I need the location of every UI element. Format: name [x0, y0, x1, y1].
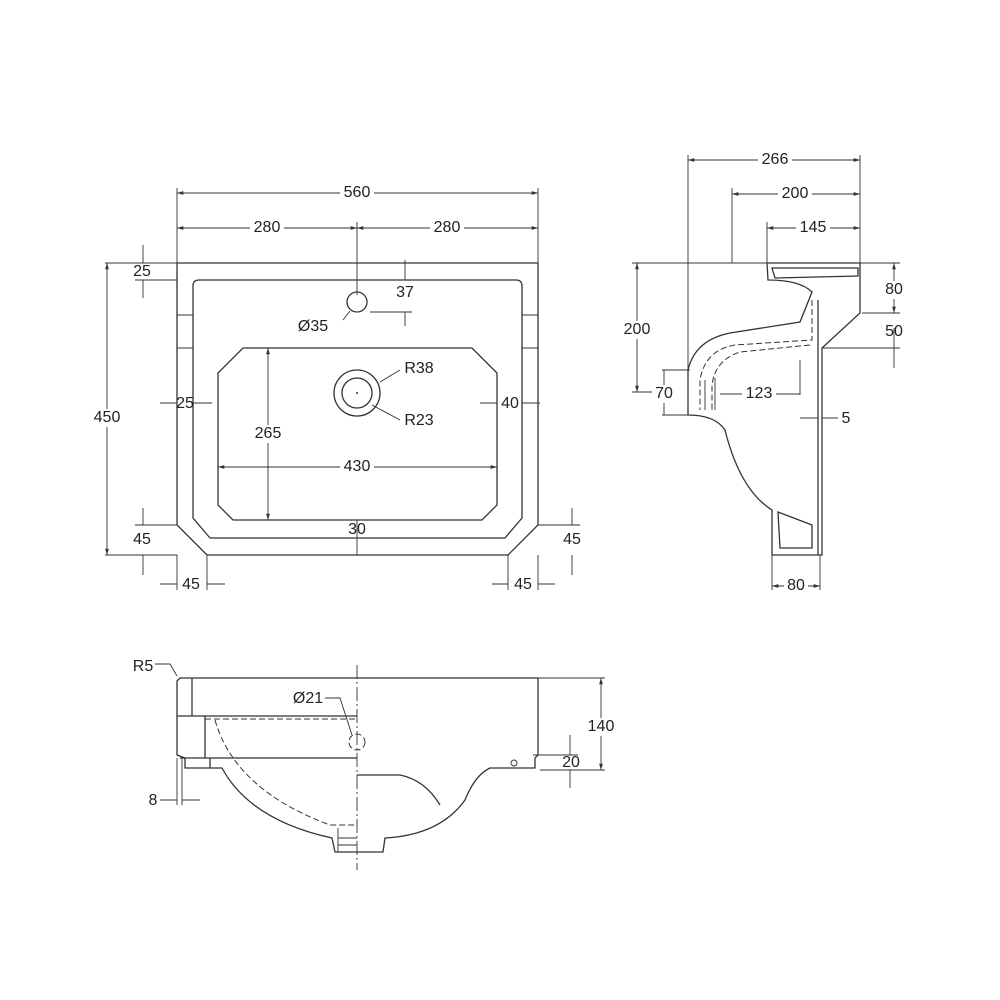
dim-half-left: 280	[254, 219, 281, 236]
dim-lip-20: 20	[562, 754, 580, 771]
dim-depth-145: 145	[800, 219, 827, 236]
dim-step-50: 50	[885, 323, 903, 340]
dim-rim-left: 25	[176, 395, 194, 412]
dim-rim-right: 40	[501, 395, 519, 412]
dim-overall-depth: 450	[94, 409, 121, 426]
dim-bowl-depth: 265	[255, 425, 282, 442]
dim-half-right: 280	[434, 219, 461, 236]
dim-inner-123: 123	[746, 385, 773, 402]
front-outline	[176, 677, 539, 853]
dim-chamfer-left-h: 45	[182, 576, 200, 593]
dim-corner-radius: R5	[133, 658, 154, 675]
dim-depth-200: 200	[782, 185, 809, 202]
dim-chamfer-right-v: 45	[563, 531, 581, 548]
dim-edge-8: 8	[149, 792, 158, 809]
dim-overall-width: 560	[344, 184, 371, 201]
front-view: R5 Ø21 140 20 8	[133, 658, 619, 870]
dim-tap-offset: 37	[396, 284, 414, 301]
dim-base-80: 80	[787, 577, 805, 594]
dim-top-80: 80	[885, 281, 903, 298]
waste-inner	[341, 377, 373, 409]
dim-wall-5: 5	[842, 410, 851, 427]
dim-chamfer-left-v: 45	[133, 531, 151, 548]
side-view: 266 200 145 80 200 50 70 123 5 80	[620, 151, 906, 595]
dim-front-70: 70	[655, 385, 673, 402]
front-dimension-labels: R5 Ø21 140 20 8	[133, 658, 619, 809]
dim-rim-front: 30	[348, 521, 366, 538]
plan-dimension-labels: 560 280 280 25 37 Ø35 R38 R23 25 40 265 …	[90, 184, 581, 593]
dim-overflow-hole: Ø21	[293, 690, 323, 707]
rim-inner	[192, 279, 523, 539]
side-dimension-labels: 266 200 145 80 200 50 70 123 5 80	[620, 151, 906, 595]
bowl-outline	[217, 347, 498, 521]
waste-outer	[333, 369, 381, 417]
plan-view: 560 280 280 25 37 Ø35 R38 R23 25 40 265 …	[90, 184, 581, 593]
dim-total-depth: 266	[762, 151, 789, 168]
dim-waste-outer: R38	[404, 360, 433, 377]
side-profile-outer	[687, 262, 861, 556]
dim-tap-hole: Ø35	[298, 318, 328, 335]
basin-outline	[176, 262, 539, 556]
dim-bowl-width: 430	[344, 458, 371, 475]
dim-height-140: 140	[588, 718, 615, 735]
dim-rim-top: 25	[133, 263, 151, 280]
dim-height-200: 200	[624, 321, 651, 338]
dim-waste-inner: R23	[404, 412, 433, 429]
dim-chamfer-right-h: 45	[514, 576, 532, 593]
